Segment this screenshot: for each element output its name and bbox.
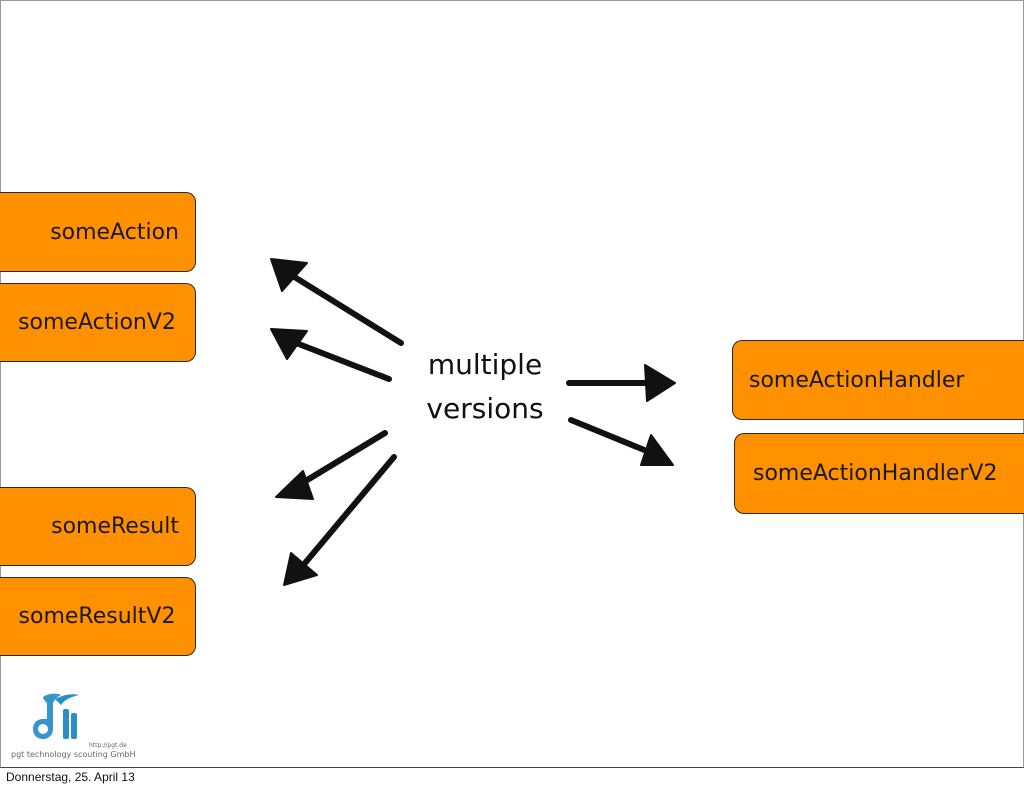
arrow-to-some-action-handler-v2 <box>568 417 662 459</box>
center-label: multiple versions <box>405 343 565 431</box>
arrowhead-some-action-v2 <box>270 328 308 360</box>
arrowhead-some-result <box>275 470 314 500</box>
box-some-result: someResult <box>0 487 196 566</box>
box-some-action-label: someAction <box>50 219 179 245</box>
logo-url: http://pgt.de <box>89 742 127 749</box>
box-some-action-handler: someActionHandler <box>732 340 1024 420</box>
box-some-action-handler-v2: someActionHandlerV2 <box>734 433 1024 514</box>
center-label-line2: versions <box>426 392 544 425</box>
arrow-to-some-action <box>285 270 404 346</box>
box-some-result-label: someResult <box>51 514 179 539</box>
footer-date: Donnerstag, 25. April 13 <box>6 770 135 784</box>
box-some-action-v2: someActionV2 <box>0 283 196 362</box>
arrowhead-some-action-handler-v2 <box>640 434 674 466</box>
arrowhead-some-action-handler <box>644 364 676 402</box>
arrow-to-some-result-v2 <box>292 454 397 578</box>
arrowhead-some-result-v2 <box>283 552 318 586</box>
box-some-result-v2: someResultV2 <box>0 577 196 656</box>
company-logo: http://pgt.de pgt technology scouting Gm… <box>11 693 135 759</box>
box-some-action-v2-label: someActionV2 <box>18 310 176 335</box>
arrowhead-some-action <box>270 258 308 292</box>
logo-company-name: pgt technology scouting GmbH <box>11 750 135 759</box>
slide: someAction someActionV2 someResult someR… <box>0 0 1024 768</box>
box-some-action: someAction <box>0 192 196 272</box>
box-some-action-handler-v2-label: someActionHandlerV2 <box>753 461 998 486</box>
center-label-line1: multiple <box>427 348 543 381</box>
arrow-to-some-result <box>286 430 388 494</box>
arrow-to-some-action-v2 <box>288 338 392 382</box>
box-some-result-v2-label: someResultV2 <box>18 604 176 629</box>
box-some-action-handler-label: someActionHandler <box>749 367 965 393</box>
